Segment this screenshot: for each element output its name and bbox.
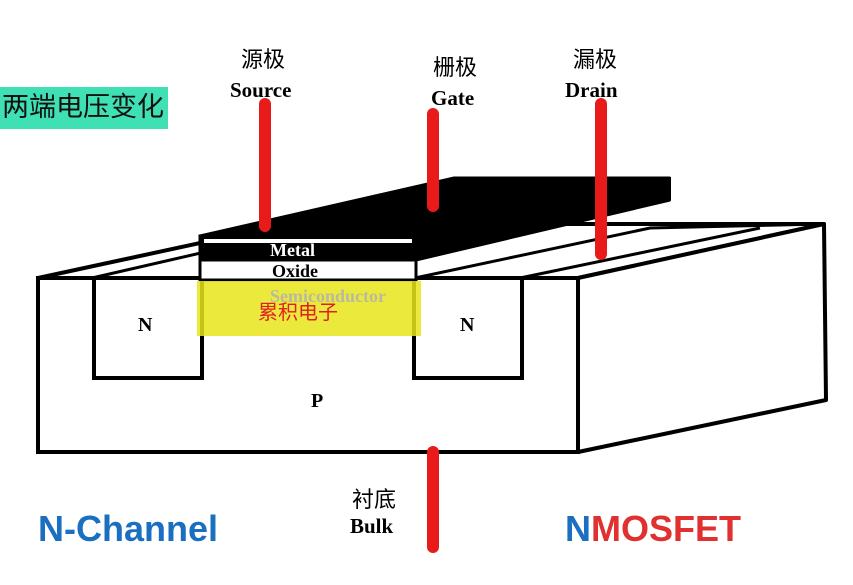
metal-highlight [204,239,412,243]
source-n-well [92,276,204,380]
substrate-p-label: P [311,390,324,412]
drain-n-label: N [460,314,475,336]
bulk-label-en: Bulk [350,514,394,538]
nmosfet-rest: MOSFET [591,508,741,549]
gate-label-zh: 栅极 [433,56,478,81]
drain-groove-2 [519,226,761,280]
drain-groove-1 [414,222,825,280]
n-channel-label: N-Channel [38,508,218,549]
source-n-label: N [138,314,153,336]
source-label-en: Source [230,78,292,102]
nmosfet-label: NMOSFET [565,508,741,550]
nmosfet-n: N [565,508,591,549]
voltage-change-highlight: 两端电压变化 [0,87,168,129]
source-label-zh: 源极 [241,48,286,73]
accumulated-electrons-label: 累积电子 [258,300,338,324]
metal-label: Metal [270,240,315,260]
accumulation-highlight [197,281,421,336]
oxide-label: Oxide [272,261,319,281]
drain-label-zh: 漏极 [573,48,618,73]
gate-label-en: Gate [431,86,475,110]
drain-label-en: Drain [565,78,618,102]
semiconductor-label: Semiconductor [270,286,386,306]
bulk-label-zh: 衬底 [352,488,397,513]
